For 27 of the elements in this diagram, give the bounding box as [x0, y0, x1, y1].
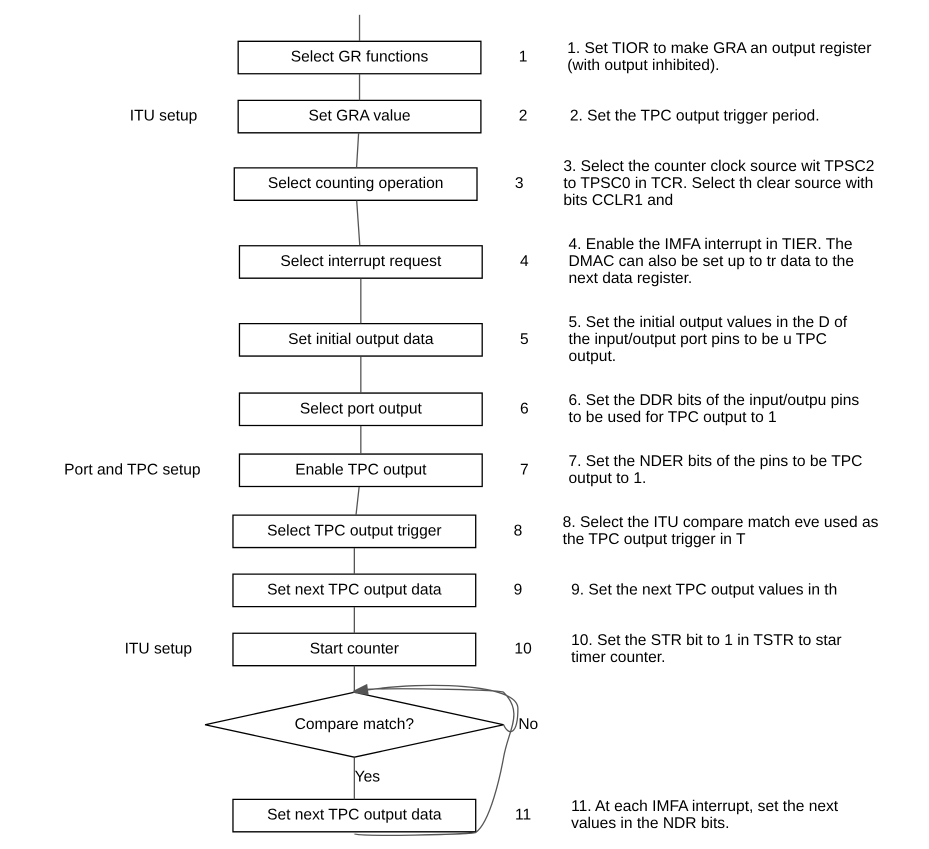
label: Port and TPC setup — [64, 461, 200, 478]
label: 8. Select the ITU compare match eve used as the TPC output trigger in T — [562, 514, 878, 548]
label: ITU setup — [129, 108, 197, 125]
node-label: 2 — [518, 108, 527, 125]
label: 7. Set the NDER bits of the pins to be TPC output to 1. — [568, 452, 862, 487]
node-label: 10 — [514, 640, 532, 658]
node-label: 5 — [520, 330, 528, 348]
node-label: 7 — [520, 461, 528, 478]
edge-label: No — [518, 716, 538, 733]
label: 10. Set the STR bit to 1 in TSTR to star timer counter. — [570, 632, 842, 666]
label: ITU setup — [124, 640, 192, 658]
node-label: 8 — [513, 522, 522, 540]
edge-label: Yes — [354, 768, 380, 786]
node-label: 9 — [513, 581, 522, 598]
node-label: 1 — [518, 48, 527, 66]
label: 1. Set TIOR to make GRA an output register (with output inhibited). — [566, 40, 871, 74]
node-label: 11 — [514, 806, 531, 824]
label: 6. Set the DDR bits of the input/outpu pins to be used for TPC output to 1 — [568, 392, 859, 426]
node-label: 6 — [520, 400, 528, 418]
label: 11. At each IMFA interrupt, set the next values in the NDR bits. — [570, 798, 838, 832]
label: 4. Enable the IMFA interrupt in TIER. The DMAC can also be set up to tr data to the next data register. — [568, 236, 854, 287]
node-label: 3 — [514, 175, 524, 192]
label: 3. Select the counter clock source wit TPSC2 to TPSC0 in TCR. Select th clear source with bits CCLR1 and — [562, 158, 874, 209]
label: 9. Set the next TPC output values in th — [570, 581, 837, 598]
node-label: 4 — [520, 252, 528, 270]
label: 5. Set the initial output values in the D of the input/output port pins to be u TPC output. — [568, 314, 847, 365]
label: 2. Set the TPC output trigger period. — [569, 108, 820, 125]
